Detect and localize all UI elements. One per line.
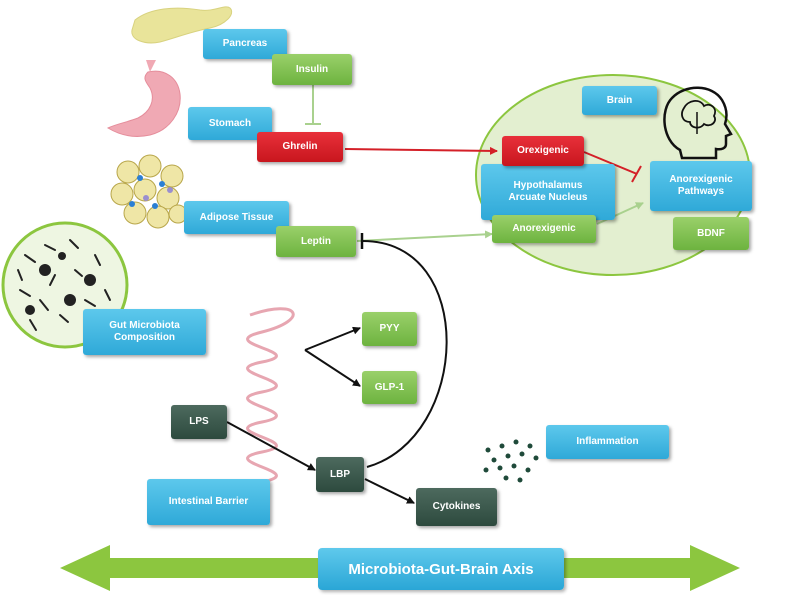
inflammation-dots bbox=[483, 439, 539, 483]
glp1-box: GLP-1 bbox=[362, 371, 417, 404]
gut-to-glp1-arrow bbox=[304, 349, 361, 387]
gut-microbiota-box: Gut Microbiota Composition bbox=[83, 309, 206, 355]
gut-to-pyy-arrow bbox=[304, 326, 361, 351]
hypothalamus-box: Hypothalamus Arcuate Nucleus bbox=[481, 164, 615, 220]
bdnf-box: BDNF bbox=[673, 217, 749, 250]
anorexigenic-box: Anorexigenic bbox=[492, 215, 596, 243]
adipose-tissue-box: Adipose Tissue bbox=[184, 201, 289, 234]
pyy-box: PYY bbox=[362, 312, 417, 346]
leptin-to-anorexigenic-arrow bbox=[356, 230, 493, 242]
stomach-illustration bbox=[106, 70, 181, 137]
cytokines-box: Cytokines bbox=[416, 488, 497, 526]
inflammation-box: Inflammation bbox=[546, 425, 669, 459]
insulin-box: Insulin bbox=[272, 54, 352, 85]
lbp-to-cytokines-arrow bbox=[364, 478, 415, 504]
lbp-inhibits-leptin bbox=[361, 239, 448, 468]
adipose-cells-illustration bbox=[110, 154, 188, 229]
insulin-inhibits-ghrelin bbox=[305, 85, 321, 125]
intestinal-barrier-box: Intestinal Barrier bbox=[147, 479, 270, 525]
intestine-illustration bbox=[246, 307, 295, 484]
lbp-box: LBP bbox=[316, 457, 364, 492]
stomach-esophagus bbox=[146, 60, 156, 72]
anorexigenic-pathways-box: Anorexigenic Pathways bbox=[650, 161, 752, 211]
axis-label: Microbiota-Gut-Brain Axis bbox=[318, 548, 564, 590]
ghrelin-to-orexigenic-arrow bbox=[344, 146, 498, 155]
lps-box: LPS bbox=[171, 405, 227, 439]
lps-to-lbp-arrow bbox=[226, 421, 316, 471]
pancreas-illustration bbox=[131, 6, 233, 44]
head-brain-icon bbox=[663, 86, 733, 160]
leptin-box: Leptin bbox=[276, 226, 356, 257]
ghrelin-box: Ghrelin bbox=[257, 132, 343, 162]
anorexigenic-to-pathways-arrow bbox=[596, 202, 644, 225]
orexigenic-inhibits-pathways bbox=[583, 151, 642, 183]
orexigenic-box: Orexigenic bbox=[502, 136, 584, 166]
brain-box: Brain bbox=[582, 86, 657, 115]
